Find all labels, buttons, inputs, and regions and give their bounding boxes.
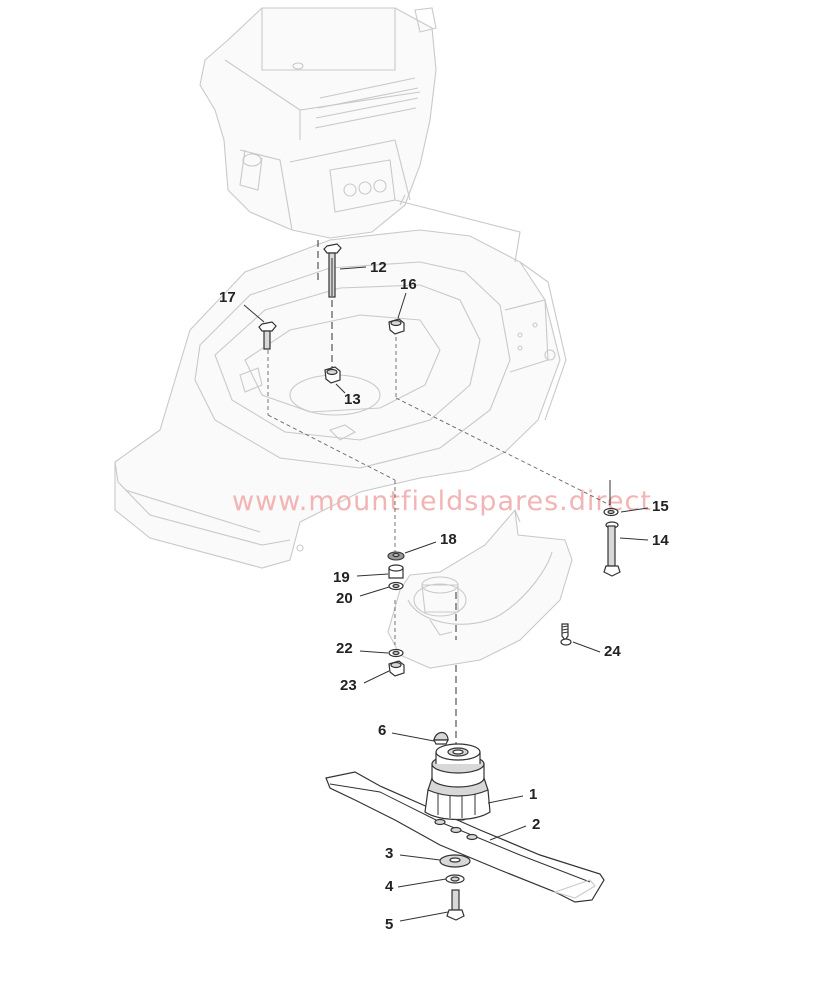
- callout-12: 12: [370, 259, 387, 276]
- callout-4: 4: [385, 878, 394, 895]
- nut-13: [324, 366, 341, 384]
- washer-15: [603, 507, 619, 517]
- blade-2: [325, 771, 605, 903]
- blade-adapter-1: [424, 743, 491, 821]
- mower-deck-ghost: [114, 194, 567, 569]
- callout-2: 2: [532, 816, 540, 833]
- callout-3: 3: [385, 845, 393, 862]
- callout-14: 14: [652, 532, 669, 549]
- callout-15: 15: [652, 498, 669, 515]
- blade-housing-ghost: [387, 508, 573, 669]
- key-6: [433, 731, 449, 745]
- nut-23: [388, 660, 405, 677]
- bolt-17: [258, 321, 277, 350]
- callout-20: 20: [336, 590, 353, 607]
- washer-3: [439, 854, 471, 868]
- callout-13: 13: [344, 391, 361, 408]
- assembly-lines: [267, 240, 611, 745]
- bolt-12: [323, 243, 342, 298]
- callout-17: 17: [219, 289, 236, 306]
- callout-23: 23: [340, 677, 357, 694]
- callout-5: 5: [385, 916, 393, 933]
- watermark-text: www.mountfieldspares.direct: [232, 486, 652, 517]
- callout-22: 22: [336, 640, 353, 657]
- engine-ghost: [199, 7, 437, 239]
- callout-19: 19: [333, 569, 350, 586]
- bolt-14: [603, 521, 621, 577]
- leader-lines: [243, 266, 649, 922]
- callout-6: 6: [378, 722, 386, 739]
- washer-22: [388, 648, 404, 658]
- spacer-19: [388, 564, 404, 579]
- callout-16: 16: [400, 276, 417, 293]
- screw-24: [560, 623, 572, 646]
- washer-20: [388, 581, 404, 591]
- callout-1: 1: [529, 786, 537, 803]
- callout-18: 18: [440, 531, 457, 548]
- lock-washer-18: [387, 551, 405, 561]
- bolt-5: [446, 889, 465, 921]
- callout-labels: 1 2 3 4 5 6 12 13 14 15 16 17 18 19 20 2…: [219, 259, 669, 933]
- nut-16: [388, 318, 405, 335]
- washer-4: [445, 874, 465, 884]
- callout-24: 24: [604, 643, 621, 660]
